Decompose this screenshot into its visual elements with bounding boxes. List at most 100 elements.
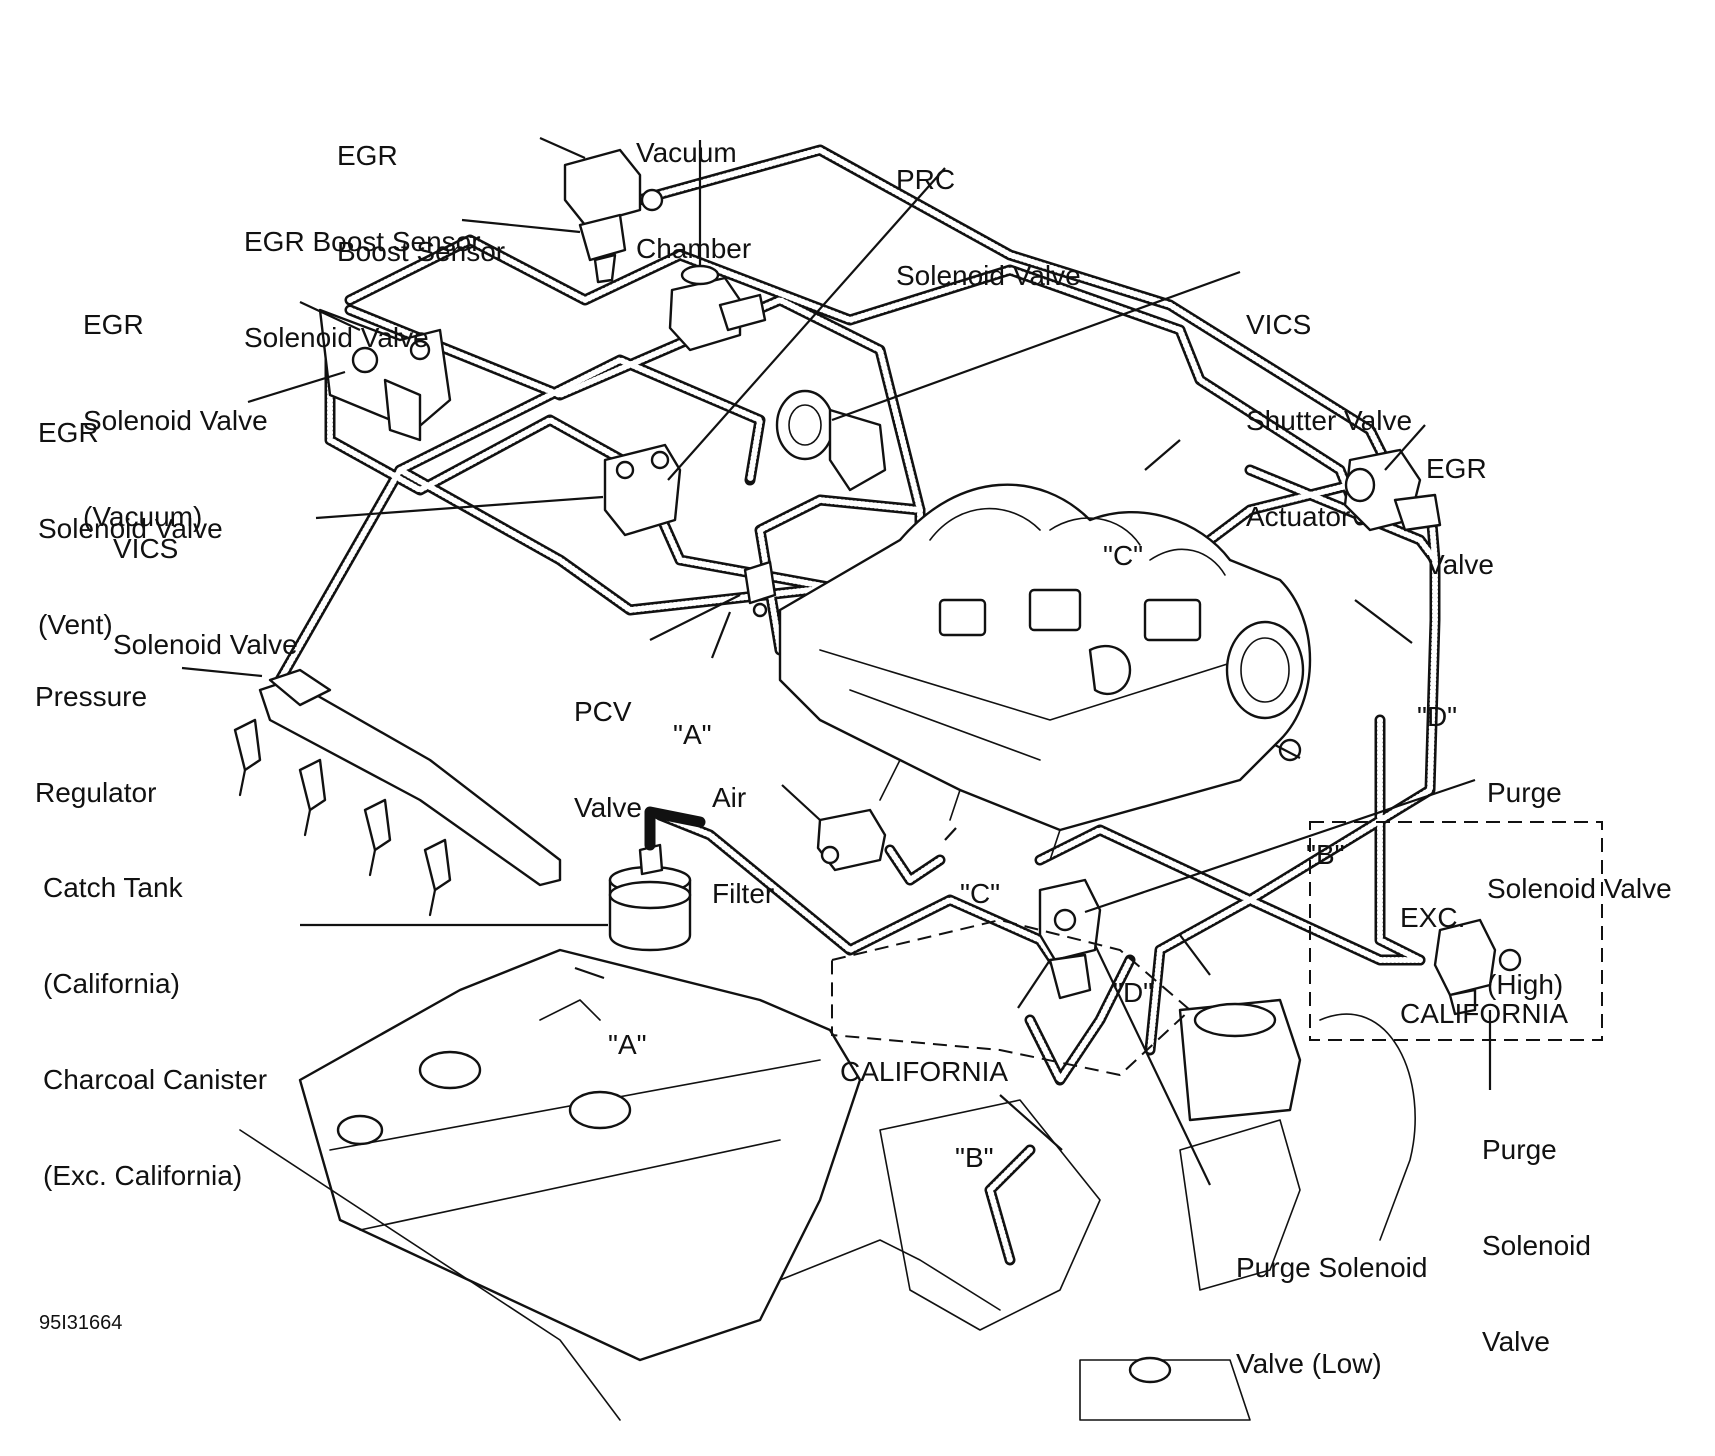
label-line: Charcoal Canister — [43, 1064, 268, 1095]
label-exc-california: EXC. CALIFORNIA — [1400, 838, 1568, 1062]
label-egr-valve: EGR Valve — [1426, 389, 1494, 613]
egr-valve-part — [1343, 448, 1442, 532]
label-line: EGR — [38, 417, 99, 448]
label-line: CALIFORNIA — [840, 1056, 1009, 1087]
vacuum-hose-core — [1037, 827, 1423, 963]
label-line: Solenoid Valve — [244, 322, 429, 353]
label-line: Pressure — [35, 681, 148, 712]
fuel-rail-injectors — [233, 668, 562, 917]
label-egr-boost-sensor: EGR Boost Sensor — [337, 76, 505, 300]
label-line: Chamber — [636, 233, 752, 264]
label-line: Boost Sensor — [337, 236, 506, 267]
label-vics-shutter-valve-actuator: VICS Shutter Valve Actuator — [1246, 245, 1412, 565]
label-line: Valve — [574, 792, 642, 823]
label-line: Valve (Low) — [1236, 1348, 1382, 1379]
label-line: Valve — [1426, 549, 1494, 580]
label-egr-boost-sensor-solenoid: EGR Boost Sensor Solenoid Valve — [244, 162, 481, 386]
vacuum-hose-core — [277, 467, 903, 683]
label-line: Solenoid Valve — [896, 260, 1081, 291]
label-line: Purge — [1487, 777, 1562, 808]
vacuum-hose-core — [1147, 467, 1438, 1053]
label-a-pcv: "A" — [673, 655, 712, 783]
charcoal-canister-part — [608, 806, 706, 952]
label-line: VICS — [113, 533, 179, 564]
label-line: (Exc. California) — [43, 1160, 243, 1191]
vacuum-hose-core — [1027, 957, 1133, 1083]
vics-actuator-part — [775, 389, 887, 492]
label-c-lower: "C" — [960, 814, 1000, 942]
label-line: Solenoid Valve — [38, 513, 223, 544]
label-line: EGR Boost Sensor — [244, 226, 481, 257]
label-line: "A" — [673, 719, 712, 750]
egr-solenoid-valves-part — [318, 308, 452, 442]
label-line: "C" — [1103, 540, 1144, 571]
label-vics-solenoid-valve: VICS Solenoid Valve — [113, 469, 298, 693]
label-line: Filter — [712, 878, 775, 909]
label-a-lower: "A" — [608, 965, 647, 1093]
label-line: PRC — [896, 164, 956, 195]
label-line: Vacuum — [636, 137, 737, 168]
label-line: Purge Solenoid — [1236, 1252, 1428, 1283]
label-line: "A" — [608, 1029, 647, 1060]
vacuum-hose-core — [657, 812, 1063, 973]
purge-solenoid-exc-part — [1433, 918, 1522, 1016]
figure-code: 95I31664 — [39, 1312, 123, 1334]
label-pressure-regulator: Pressure Regulator — [35, 617, 156, 841]
egr-boost-sensor-part — [563, 148, 664, 284]
label-purge-solenoid-valve: Purge Solenoid Valve — [1482, 1070, 1591, 1390]
label-line: "B" — [955, 1142, 994, 1173]
label-d-lower: "D" — [1113, 913, 1153, 1041]
label-line: Shutter Valve — [1246, 405, 1413, 436]
air-filter-part — [816, 808, 887, 872]
label-line: Valve — [1482, 1326, 1550, 1357]
label-line: EXC. — [1400, 902, 1466, 933]
label-line: EGR — [83, 309, 144, 340]
label-line: "C" — [960, 878, 1001, 909]
lower-engine — [239, 948, 1416, 1421]
label-air-filter: Air Filter — [712, 718, 774, 942]
vacuum-hose-core — [987, 1147, 1033, 1263]
vacuum-chamber-part — [668, 264, 767, 352]
label-line: Actuator — [1246, 501, 1351, 532]
label-b-lower: "B" — [955, 1078, 994, 1206]
purge-solenoid-california-part — [1038, 878, 1102, 1000]
label-line: (High) — [1487, 969, 1564, 1000]
label-line: Catch Tank — [43, 872, 183, 903]
label-line: Solenoid — [1482, 1230, 1591, 1261]
label-line: (California) — [43, 968, 180, 999]
label-vacuum-chamber: Vacuum Chamber — [636, 73, 751, 297]
intake-manifold — [778, 483, 1312, 861]
label-purge-solenoid-low: Purge Solenoid Valve (Low) — [1236, 1188, 1427, 1412]
label-line: CALIFORNIA — [1400, 998, 1569, 1029]
label-c-upper: "C" — [1103, 476, 1143, 604]
label-pcv-valve: PCV Valve — [574, 632, 642, 856]
label-line: "D" — [1113, 977, 1154, 1008]
label-line: Solenoid Valve — [113, 629, 298, 660]
vics-solenoid-part — [603, 443, 682, 537]
label-line: Solenoid Valve — [1487, 873, 1672, 904]
label-line: Solenoid Valve — [83, 405, 268, 436]
label-d-upper: "D" — [1417, 637, 1457, 765]
label-prc-solenoid-valve: PRC Solenoid Valve — [896, 100, 1081, 324]
exc-california-box — [1309, 821, 1603, 1041]
label-line: Purge — [1482, 1134, 1557, 1165]
vacuum-hose-core — [887, 847, 943, 883]
label-line: Air — [712, 782, 747, 813]
vacuum-hose-core — [347, 237, 1183, 333]
label-egr-solenoid-vacuum: EGR Solenoid Valve (Vacuum) — [83, 245, 268, 565]
vacuum-hose-core — [582, 147, 1393, 473]
label-line: PCV — [574, 696, 632, 727]
label-line: "B" — [1306, 839, 1345, 870]
label-line: EGR — [337, 140, 398, 171]
vacuum-hose-core — [1377, 717, 1423, 963]
label-purge-solenoid-high: Purge Solenoid Valve (High) — [1487, 713, 1672, 1033]
label-line: EGR — [1426, 453, 1487, 484]
label-line: (Vacuum) — [83, 501, 203, 532]
label-line: Regulator — [35, 777, 157, 808]
label-egr-solenoid-vent: EGR Solenoid Valve (Vent) — [38, 353, 223, 673]
vacuum-hose-core — [327, 337, 903, 603]
label-b-upper: "B" — [1306, 775, 1345, 903]
pcv-valve-part — [743, 560, 777, 618]
label-line: VICS — [1246, 309, 1312, 340]
